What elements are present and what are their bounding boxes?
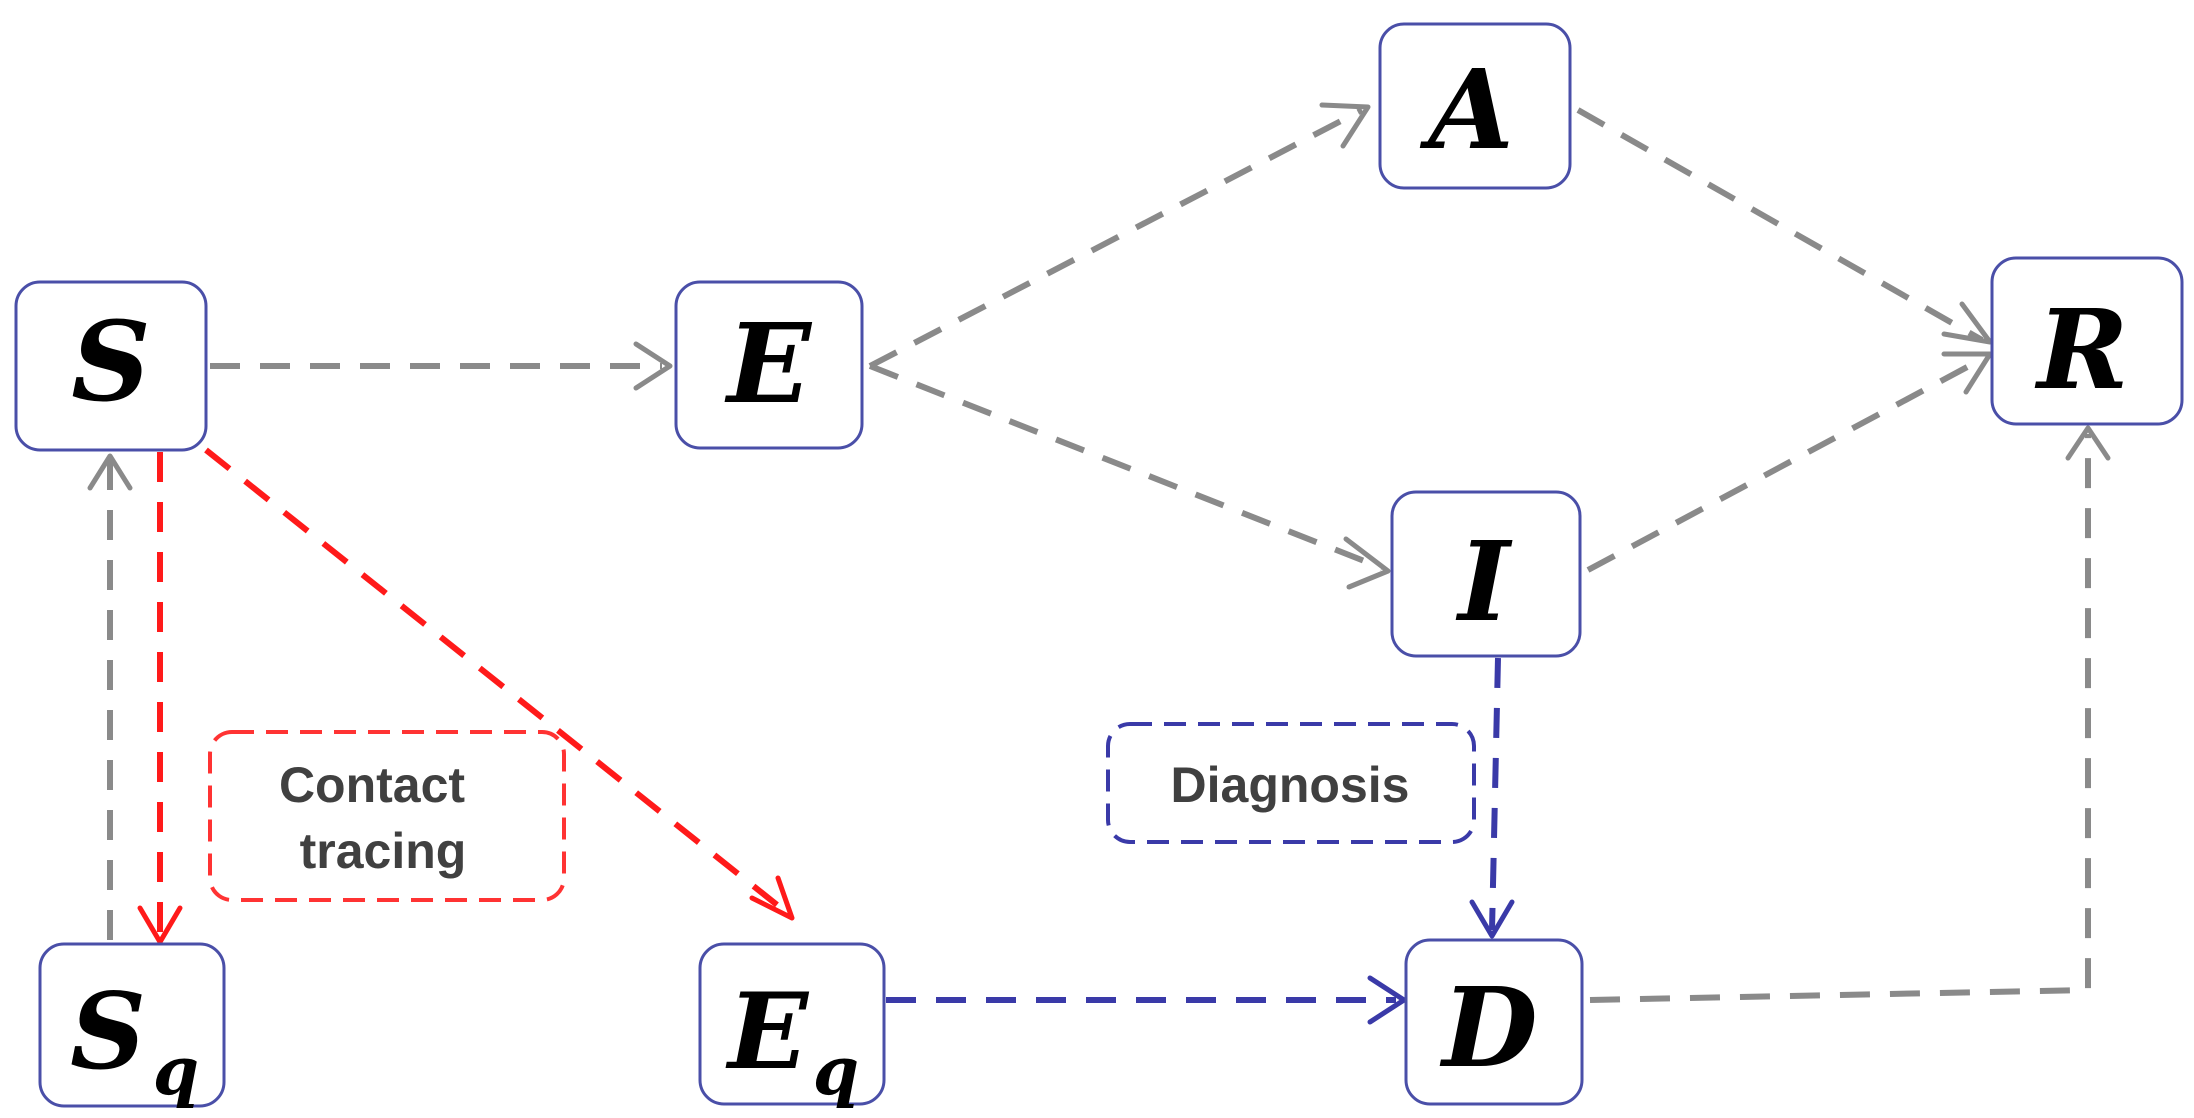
node-eq-letter: E: [725, 969, 810, 1093]
edge-i-to-r: [1586, 351, 1993, 573]
edge-e-to-a: [868, 102, 1371, 369]
node-sq-letter: S: [70, 969, 146, 1093]
node-sq: S q: [38, 942, 226, 1110]
edges: [87, 102, 2111, 1025]
node-a-letter: A: [1419, 45, 1513, 174]
contact-tracing-line2: tracing: [300, 823, 467, 879]
edge-a-to-r: [1576, 107, 1993, 345]
edge-eq-to-d: [886, 975, 1407, 1025]
edge-s-to-eq: [204, 447, 795, 921]
node-e-letter: E: [724, 299, 813, 428]
node-e: E: [674, 280, 864, 450]
contact-tracing-label: Contact tracing: [208, 730, 566, 902]
node-r-letter: R: [2034, 285, 2128, 414]
node-i-letter: I: [1455, 517, 1513, 646]
node-s-letter: S: [71, 297, 150, 426]
node-r: R: [1990, 256, 2184, 426]
node-d: D: [1404, 938, 1584, 1106]
node-sq-subscript: q: [153, 1032, 199, 1110]
node-eq: E q: [698, 942, 886, 1110]
edge-i-to-d: [1469, 657, 1515, 939]
node-a: A: [1378, 22, 1572, 190]
edge-e-to-i: [868, 363, 1391, 590]
node-d-letter: D: [1439, 963, 1537, 1092]
edge-s-to-e: [210, 341, 673, 391]
edge-d-to-r: [1589, 425, 2111, 1003]
contact-tracing-line1: Contact: [279, 757, 465, 813]
node-eq-subscript: q: [813, 1032, 859, 1110]
diagnosis-label: Diagnosis: [1106, 722, 1476, 844]
node-i: I: [1390, 490, 1582, 658]
edge-s-to-sq: [137, 452, 183, 945]
diagnosis-text: Diagnosis: [1171, 757, 1410, 813]
edge-sq-to-s: [87, 453, 133, 940]
node-s: S: [14, 280, 208, 452]
